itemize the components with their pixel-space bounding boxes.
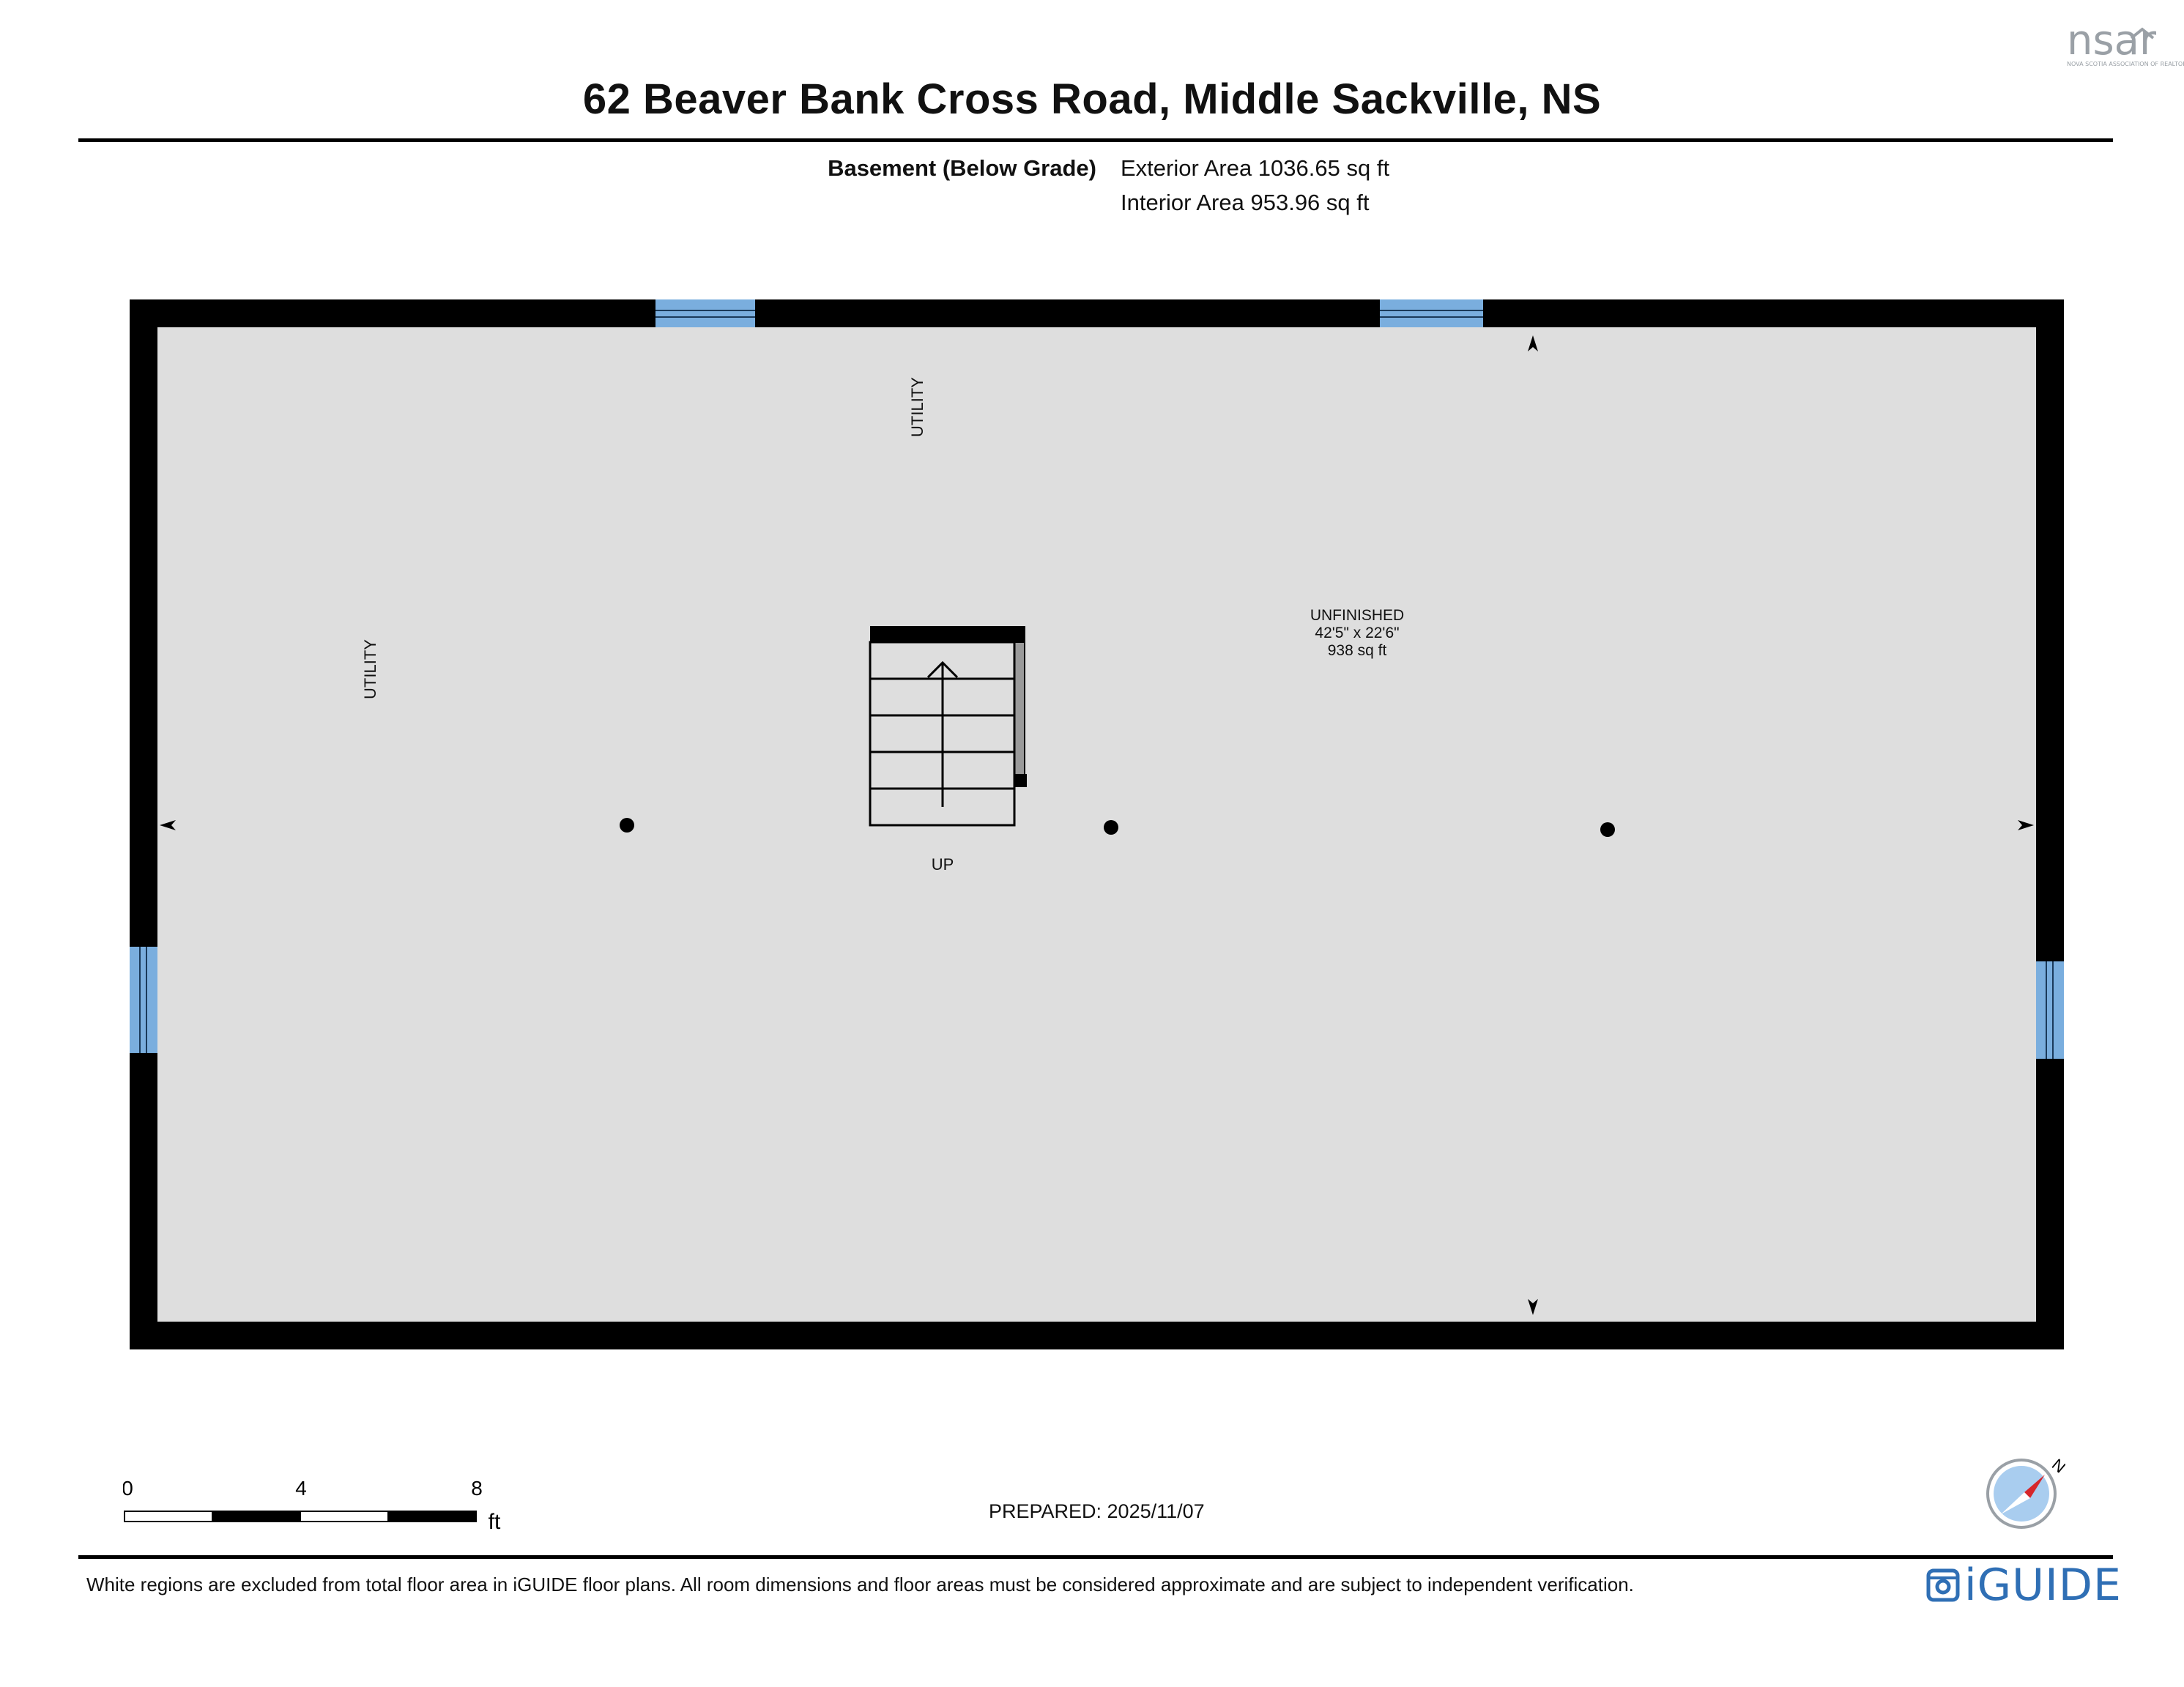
iguide-mark-icon bbox=[1926, 1568, 1960, 1602]
roof-icon bbox=[2130, 27, 2155, 40]
nsar-logo: nsar NOVA SCOTIA ASSOCIATION OF REALTORS bbox=[2067, 16, 2184, 75]
compass-icon: N bbox=[1986, 1455, 2065, 1529]
room-name: UNFINISHED bbox=[1310, 607, 1404, 624]
nsar-logo-text: nsar bbox=[2067, 17, 2157, 64]
room-dimensions: 42'5" x 22'6" bbox=[1315, 625, 1399, 641]
nsar-tagline: NOVA SCOTIA ASSOCIATION OF REALTORS bbox=[2067, 61, 2184, 67]
stairs-label: UP bbox=[932, 855, 954, 874]
window-top-left bbox=[655, 299, 755, 327]
scale-tick-label: 4 bbox=[295, 1477, 307, 1500]
exterior-area: Exterior Area 1036.65 sq ft bbox=[1121, 155, 1390, 181]
floor-name: Basement (Below Grade) bbox=[828, 155, 1096, 181]
interior-area: Interior Area 953.96 sq ft bbox=[1121, 190, 1370, 215]
support-post bbox=[1600, 822, 1615, 837]
scale-bar: 0 4 8 ft bbox=[123, 1477, 501, 1534]
footer-rule bbox=[78, 1555, 2113, 1559]
scale-tick-label: 0 bbox=[123, 1477, 133, 1500]
window-top-right bbox=[1380, 299, 1483, 327]
dimension-arrow-right-icon bbox=[2018, 820, 2034, 830]
compass-north-label: N bbox=[2049, 1455, 2065, 1476]
floor-area bbox=[157, 327, 2036, 1322]
up-arrow-icon bbox=[926, 660, 959, 679]
utility-label-left: UTILITY bbox=[361, 639, 379, 699]
dimension-arrow-down-icon bbox=[1528, 1299, 1538, 1315]
support-post bbox=[1104, 820, 1118, 835]
iguide-wordmark: iGUIDE bbox=[1964, 1560, 2122, 1611]
title-rule bbox=[78, 138, 2113, 142]
window-right bbox=[2036, 961, 2064, 1059]
scale-tick-label: 8 bbox=[471, 1477, 483, 1500]
prepared-date: PREPARED: 2025/11/07 bbox=[989, 1500, 1205, 1522]
iguide-logo: iGUIDE bbox=[1926, 1561, 2122, 1609]
room-area: 938 sq ft bbox=[1328, 642, 1387, 659]
window-left bbox=[130, 947, 157, 1053]
disclaimer: White regions are excluded from total fl… bbox=[86, 1574, 1634, 1595]
scale-unit: ft bbox=[489, 1510, 501, 1534]
page-title: 62 Beaver Bank Cross Road, Middle Sackvi… bbox=[582, 75, 1602, 123]
staircase bbox=[869, 626, 1027, 827]
dimension-arrow-left-icon bbox=[160, 820, 176, 830]
dimension-arrow-up-icon bbox=[1528, 335, 1538, 351]
support-post bbox=[620, 818, 634, 833]
utility-label-top: UTILITY bbox=[908, 377, 926, 437]
